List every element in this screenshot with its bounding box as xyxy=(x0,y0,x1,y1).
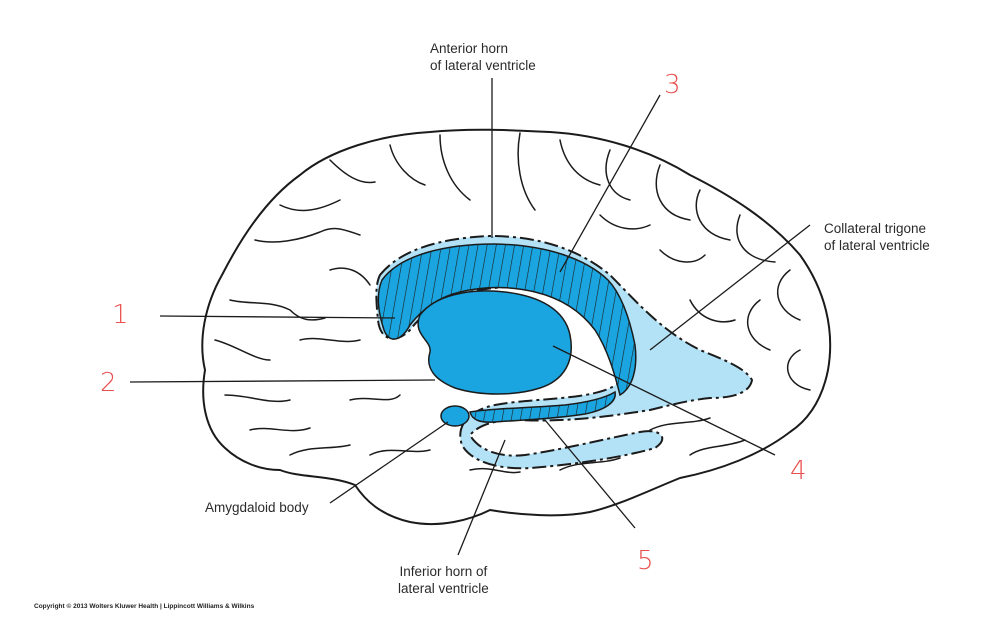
caudate-tail xyxy=(469,390,616,423)
label-inferior-horn: Inferior horn of lateral ventricle xyxy=(398,564,489,596)
marker-3: 3 xyxy=(664,70,681,100)
marker-1: 1 xyxy=(112,300,129,330)
label-amygdaloid-body: Amygdaloid body xyxy=(205,500,309,515)
leader-lines xyxy=(129,78,811,556)
copyright-notice: Copyright © 2013 Wolters Kluwer Health |… xyxy=(34,603,255,610)
thalamus xyxy=(417,290,572,395)
label-anterior-horn: Anterior horn of lateral ventricle xyxy=(430,41,536,73)
label-collateral-trigone: Collateral trigone of lateral ventricle xyxy=(824,221,930,253)
caudate-nucleus xyxy=(377,243,637,397)
amygdaloid-body xyxy=(440,405,470,427)
marker-2: 2 xyxy=(100,368,117,398)
marker-5: 5 xyxy=(637,546,654,576)
marker-4: 4 xyxy=(790,456,807,486)
sulci-lines xyxy=(214,132,811,474)
